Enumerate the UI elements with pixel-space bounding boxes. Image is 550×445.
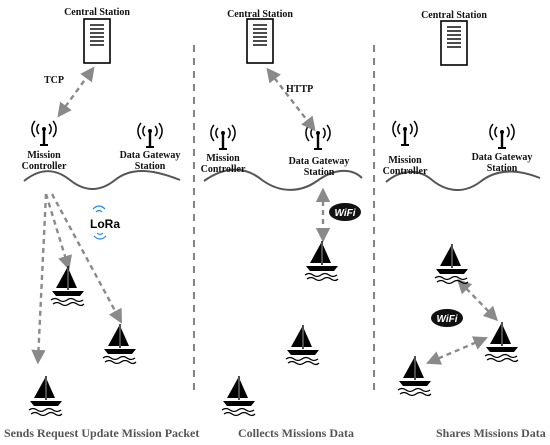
data-gateway-antenna-icon: [488, 122, 516, 150]
data-gateway-label-line2: Station: [303, 167, 335, 178]
tcp-arrow: [57, 66, 95, 118]
wifi-icon: WiFi: [431, 309, 463, 327]
data-gateway-label-line2: Station: [134, 161, 166, 172]
sea-wave: [23, 170, 181, 190]
mission-controller-label-line2: Controller: [382, 166, 428, 177]
mission-controller-label: Mission Controller: [14, 150, 74, 172]
caption-shares-missions: Shares Missions Data: [436, 426, 546, 440]
sailboat-icon: [50, 265, 85, 307]
lora-arrow-3: [50, 193, 123, 324]
mission-controller-label: Mission Controller: [193, 153, 253, 175]
wifi-arrow-top: [456, 278, 499, 322]
sailboat-icon: [304, 240, 339, 282]
mission-controller-label-line1: Mission: [27, 150, 61, 161]
sea-wave: [385, 170, 541, 191]
central-station-label: Central Station: [421, 10, 487, 21]
central-station-server-icon: [246, 18, 274, 64]
mission-controller-antenna-icon: [209, 123, 237, 151]
svg-text:WiFi: WiFi: [436, 314, 457, 325]
sailboat-icon: [28, 375, 63, 417]
mission-controller-label-line2: Controller: [200, 164, 246, 175]
sailboat-icon: [397, 355, 432, 397]
lora-icon: LoRa: [90, 205, 120, 240]
mission-controller-antenna-icon: [30, 119, 58, 147]
data-gateway-label-line1: Data Gateway: [119, 150, 181, 161]
tcp-label: TCP: [44, 75, 64, 86]
svg-text:LoRa: LoRa: [90, 217, 120, 231]
lora-arrow-1: [31, 193, 48, 365]
central-station-label: Central Station: [64, 7, 130, 18]
mission-controller-label-line1: Mission: [206, 153, 240, 164]
sea-wave: [203, 168, 363, 191]
sailboat-icon: [221, 375, 256, 417]
data-gateway-label: Data Gateway Station: [274, 156, 364, 178]
sailboat-icon: [434, 243, 469, 285]
data-gateway-label: Data Gateway Station: [457, 152, 547, 174]
central-station-server-icon: [83, 18, 111, 64]
svg-text:WiFi: WiFi: [334, 208, 355, 219]
central-station-server-icon: [440, 20, 468, 66]
mission-controller-label-line2: Controller: [21, 161, 67, 172]
sailboat-icon: [102, 323, 137, 365]
http-label: HTTP: [286, 84, 314, 95]
central-station-label: Central Station: [227, 9, 293, 20]
data-gateway-label-line1: Data Gateway: [471, 152, 533, 163]
mission-controller-antenna-icon: [391, 119, 419, 147]
sailboat-icon: [484, 321, 519, 363]
lora-arrow-2: [44, 193, 72, 271]
caption-sends-request: Sends Request Update Mission Packet: [4, 426, 200, 440]
data-gateway-antenna-icon: [136, 121, 164, 149]
caption-collects-missions: Collects Missions Data: [238, 426, 354, 440]
data-gateway-antenna-icon: [304, 123, 332, 151]
http-arrow: [266, 67, 316, 132]
wifi-icon: WiFi: [329, 203, 361, 221]
data-gateway-label-line2: Station: [486, 163, 518, 174]
mission-controller-label: Mission Controller: [375, 155, 435, 177]
data-gateway-label: Data Gateway Station: [105, 150, 195, 172]
wifi-arrow-bottom: [426, 336, 488, 365]
mission-controller-label-line1: Mission: [388, 155, 422, 166]
data-gateway-label-line1: Data Gateway: [288, 156, 350, 167]
sailboat-icon: [285, 324, 320, 366]
